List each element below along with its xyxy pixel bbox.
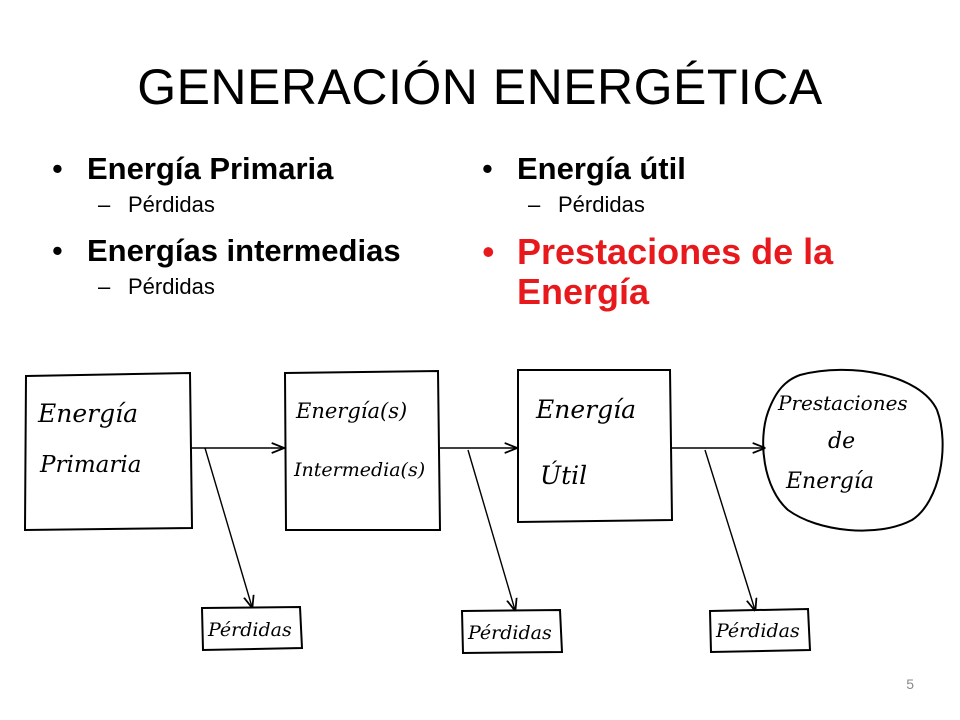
loss-label-2: Pérdidas xyxy=(467,622,552,644)
bullet-dot: • xyxy=(482,231,495,272)
node-box-primary xyxy=(23,371,194,532)
loss-arrow-1 xyxy=(204,447,252,607)
node-box-useful xyxy=(517,369,674,524)
sub-bullet-dash: – xyxy=(98,192,111,217)
bullet-dot: • xyxy=(52,151,63,186)
loss-arrow-3 xyxy=(704,449,755,610)
sub-bullet-dash: – xyxy=(98,274,111,299)
page-number: 5 xyxy=(906,676,914,692)
bullet-label: Prestaciones de la Energía xyxy=(517,231,834,312)
sub-bullet-losses: – Pérdidas xyxy=(52,190,462,220)
node-label-services-line3: Energía xyxy=(785,469,874,494)
loss-box-2 xyxy=(460,608,564,655)
bullet-dot: • xyxy=(482,151,493,186)
loss-arrow-2 xyxy=(467,449,515,610)
bullet-primary-energy: • Energía Primaria xyxy=(52,150,462,188)
bullet-useful-energy: • Energía útil xyxy=(482,150,902,188)
bullet-column-left: • Energía Primaria – Pérdidas • Energías… xyxy=(52,150,462,314)
node-label-primary-line2: Primaria xyxy=(39,452,141,478)
sub-bullet-dash: – xyxy=(528,192,541,217)
energy-flow-diagram: Energía Primaria Energía(s) Intermedia(s… xyxy=(23,368,944,655)
slide-title: GENERACIÓN ENERGÉTICA xyxy=(137,59,823,115)
node-label-useful-line1: Energía xyxy=(535,395,636,424)
node-label-useful-line2: Útil xyxy=(540,461,587,490)
sub-bullet-losses: – Pérdidas xyxy=(482,190,902,220)
node-blob-services xyxy=(762,368,944,532)
sub-bullet-label: Pérdidas xyxy=(128,192,215,217)
bullet-intermediate-energies: • Energías intermedias xyxy=(52,232,462,270)
bullet-label: Energía Primaria xyxy=(87,151,334,186)
node-label-primary-line1: Energía xyxy=(37,399,138,428)
node-label-intermediate-line1: Energía(s) xyxy=(295,399,407,423)
bullet-column-right: • Energía útil – Pérdidas • Prestaciones… xyxy=(482,150,902,312)
node-label-intermediate-line2: Intermedia(s) xyxy=(293,459,425,481)
bullet-dot: • xyxy=(52,233,63,268)
loss-label-3: Pérdidas xyxy=(715,620,800,642)
bullet-label: Energías intermedias xyxy=(87,233,401,268)
node-label-services-line2: de xyxy=(828,429,855,454)
bullet-label: Energía útil xyxy=(517,151,686,186)
node-box-intermediate xyxy=(283,369,442,531)
loss-box-1 xyxy=(200,605,304,652)
loss-label-1: Pérdidas xyxy=(207,619,292,641)
sub-bullet-label: Pérdidas xyxy=(558,192,645,217)
node-label-services-line1: Prestaciones xyxy=(777,391,908,415)
bullet-energy-services: • Prestaciones de la Energía xyxy=(482,232,902,312)
sub-bullet-losses: – Pérdidas xyxy=(52,272,462,302)
loss-box-3 xyxy=(708,607,812,654)
sub-bullet-label: Pérdidas xyxy=(128,274,215,299)
